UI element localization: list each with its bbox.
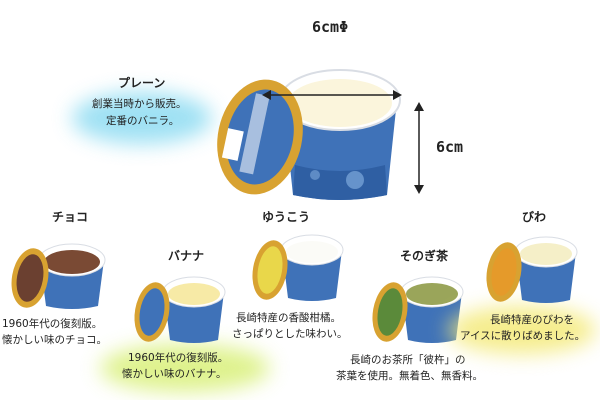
height-label: 6cm — [436, 138, 464, 156]
plain-cup-image — [205, 45, 415, 210]
banana-desc-line-2: 懐かしい味のバナナ。 — [122, 368, 227, 380]
sonogi-cha-cup-image — [368, 268, 468, 348]
biwa-caption-glow — [448, 306, 596, 354]
yuukou-name: ゆうこう — [262, 210, 311, 224]
choco-desc-line-1: 1960年代の復刻版。 — [2, 318, 103, 330]
biwa-name: びわ — [522, 210, 547, 224]
sonogi-cha-name: そのぎ茶 — [400, 249, 449, 263]
diameter-arrow — [262, 90, 402, 100]
plain-desc-line-1: 創業当時から販売。 — [92, 98, 187, 110]
biwa-cup-image — [482, 228, 582, 308]
yuukou-desc-line-1: 長崎特産の香酸柑橘。 — [236, 312, 341, 324]
plain-desc-line-2: 定番のバニラ。 — [106, 115, 180, 127]
biwa-desc-line-2: アイスに散りばめました。 — [460, 330, 586, 342]
biwa-desc-line-1: 長崎特産のびわを — [490, 314, 574, 326]
choco-desc-line-2: 懐かしい味のチョコ。 — [2, 334, 107, 346]
diameter-label: 6cmΦ — [312, 18, 349, 36]
choco-name: チョコ — [52, 210, 89, 224]
banana-caption-glow — [100, 344, 270, 392]
yuukou-desc-line-2: さっぱりとした味わい。 — [232, 328, 348, 340]
sonogi-cha-desc-line-1: 長崎のお茶所「彼杵」の — [350, 354, 466, 366]
plain-caption-glow — [72, 92, 212, 144]
height-arrow — [414, 102, 424, 194]
sonogi-cha-desc-line-2: 茶葉を使用。無着色、無香料。 — [336, 370, 483, 382]
plain-name: プレーン — [118, 76, 166, 90]
banana-cup-image — [130, 268, 230, 348]
banana-name: バナナ — [168, 249, 205, 263]
banana-desc-line-1: 1960年代の復刻版。 — [128, 352, 229, 364]
choco-cup-image — [10, 232, 110, 312]
yuukou-cup-image — [248, 226, 348, 306]
